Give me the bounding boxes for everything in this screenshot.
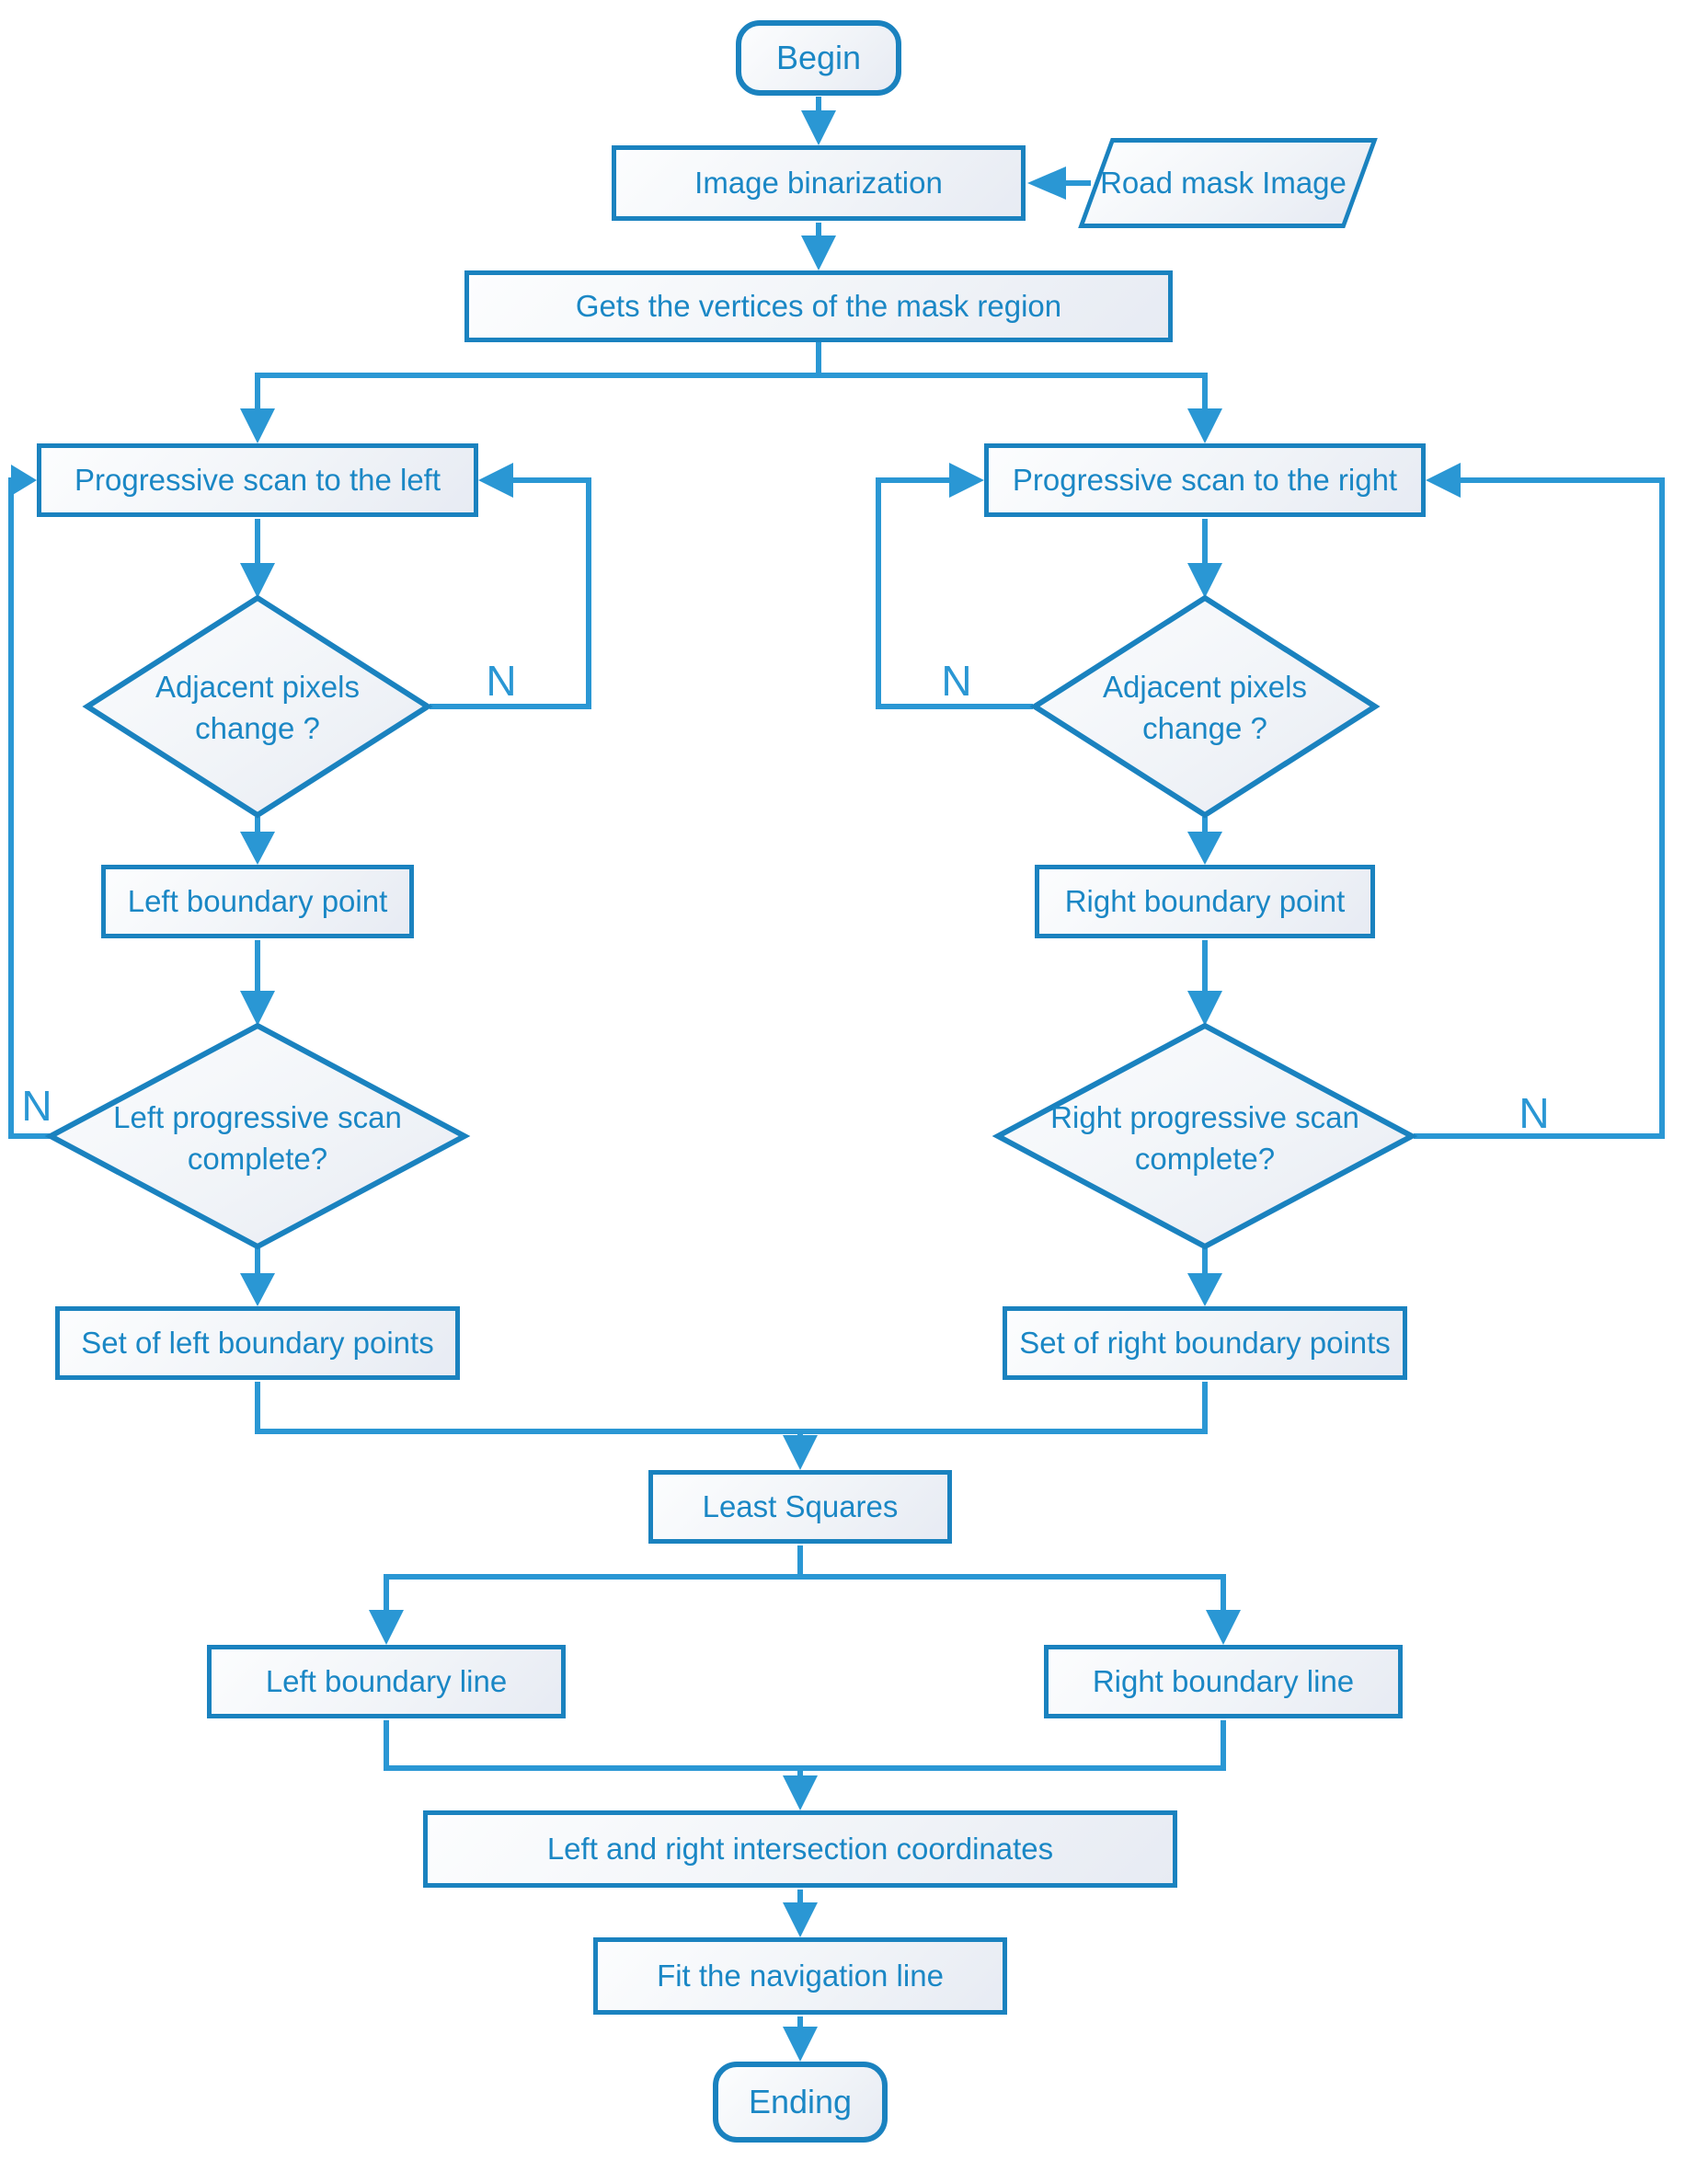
node-progressive-scan-left: Progressive scan to the left (37, 443, 478, 517)
adjacent-change-right-text: Adjacent pixels change ? (1103, 670, 1307, 745)
edge-lines-merge (384, 1720, 1226, 1771)
node-set-left-boundary-points: Set of left boundary points (55, 1306, 460, 1380)
node-set-right-boundary-points: Set of right boundary points (1003, 1306, 1407, 1380)
edge-branch-to-scans (255, 373, 1208, 412)
arrowhead-into-leftline (369, 1610, 404, 1645)
arrowhead-into-complete-right (1187, 991, 1222, 1026)
arrowhead-into-intersection (783, 1775, 818, 1810)
node-least-squares-label: Least Squares (702, 1488, 899, 1523)
node-left-boundary-line: Left boundary line (207, 1645, 566, 1718)
edge-n-loop-adjacent-right (876, 477, 1033, 709)
node-right-boundary-line: Right boundary line (1044, 1645, 1403, 1718)
arrowhead-into-rightline (1206, 1610, 1241, 1645)
arrowhead-nloop-into-scanright-left (949, 463, 984, 498)
arrowhead-into-leastsquares (783, 1435, 818, 1470)
arrowhead-into-vertices (801, 236, 836, 270)
node-right-scan-complete-label: Right progressive scan complete? (1021, 1076, 1389, 1201)
node-gets-vertices-label: Gets the vertices of the mask region (575, 288, 1062, 323)
n-text: N (941, 657, 972, 705)
node-set-left-label: Set of left boundary points (81, 1325, 434, 1360)
arrowhead-into-ending (783, 2027, 818, 2062)
node-adjacent-change-left-label: Adjacent pixels change ? (120, 644, 395, 773)
edge-n-loop-adjacent-left (430, 477, 591, 709)
node-begin: Begin (736, 20, 901, 96)
node-right-boundary-point-label: Right boundary point (1064, 883, 1346, 918)
node-ending: Ending (713, 2062, 888, 2143)
node-left-boundary-line-label: Left boundary line (265, 1663, 508, 1698)
branch-label-n-complete-right: N (1507, 1086, 1562, 1141)
node-progressive-scan-right-label: Progressive scan to the right (1012, 462, 1398, 497)
n-text: N (486, 657, 517, 705)
diamond-right-scan-complete (992, 1022, 1418, 1250)
arrowhead-nloop-into-scanleft-left (11, 465, 37, 496)
node-adjacent-change-right-label: Adjacent pixels change ? (1067, 644, 1343, 773)
node-ending-label: Ending (748, 2082, 853, 2120)
arrowhead-into-adjacent-left (240, 563, 275, 598)
arrowhead-roadmask-into-binarization (1027, 167, 1066, 200)
node-left-boundary-point-label: Left boundary point (127, 883, 388, 918)
n-text: N (1519, 1089, 1550, 1137)
branch-label-n-adjacent-left: N (474, 653, 529, 708)
arrowhead-into-rightpoint (1187, 832, 1222, 865)
edge-n-loop-complete-left (8, 477, 52, 1139)
node-road-mask-image: Road mask Image (1085, 138, 1361, 228)
node-image-binarization: Image binarization (612, 145, 1026, 221)
n-text: N (21, 1082, 52, 1130)
arrowhead-nloop-into-scanright-right (1426, 463, 1461, 498)
node-progressive-scan-right: Progressive scan to the right (984, 443, 1426, 517)
node-left-scan-complete-label: Left progressive scan complete? (74, 1076, 441, 1201)
diamond-adjacent-change-right (1029, 594, 1381, 819)
node-image-binarization-label: Image binarization (694, 165, 943, 200)
edge-sets-merge (255, 1382, 1208, 1434)
arrowhead-into-fitline (783, 1902, 818, 1937)
node-fit-navigation-line: Fit the navigation line (593, 1937, 1007, 2015)
node-road-mask-image-label: Road mask Image (1100, 166, 1347, 200)
right-scan-complete-text: Right progressive scan complete? (1050, 1100, 1359, 1176)
node-gets-vertices: Gets the vertices of the mask region (464, 270, 1173, 342)
node-set-right-label: Set of right boundary points (1019, 1325, 1391, 1360)
arrowhead-into-setright (1187, 1273, 1222, 1306)
node-right-boundary-point: Right boundary point (1035, 865, 1375, 938)
node-intersection-coordinates: Left and right intersection coordinates (423, 1810, 1177, 1888)
node-begin-label: Begin (775, 38, 862, 76)
decision-diamonds (44, 594, 1418, 1250)
arrowhead-into-leftpoint (240, 832, 275, 865)
left-scan-complete-text: Left progressive scan complete? (113, 1100, 402, 1176)
arrowhead-into-adjacent-right (1187, 563, 1222, 598)
edge-branch-to-lines (384, 1574, 1226, 1612)
edge-n-loop-complete-right (1414, 477, 1665, 1139)
arrowhead-into-complete-left (240, 991, 275, 1026)
node-right-boundary-line-label: Right boundary line (1092, 1663, 1355, 1698)
arrowheads (11, 110, 1461, 2062)
branch-label-n-adjacent-right: N (929, 653, 984, 708)
node-left-boundary-point: Left boundary point (101, 865, 414, 938)
diamond-adjacent-change-left (82, 594, 433, 819)
diamond-left-scan-complete (44, 1022, 471, 1250)
arrowhead-into-setleft (240, 1273, 275, 1306)
node-progressive-scan-left-label: Progressive scan to the left (74, 462, 441, 497)
adjacent-change-left-text: Adjacent pixels change ? (155, 670, 360, 745)
node-fit-navigation-line-label: Fit the navigation line (657, 1958, 944, 1993)
node-least-squares: Least Squares (648, 1470, 952, 1544)
arrowhead-into-scanleft (240, 408, 275, 443)
node-intersection-coordinates-label: Left and right intersection coordinates (546, 1831, 1054, 1866)
arrowhead-into-scanright (1187, 408, 1222, 443)
branch-label-n-complete-left: N (9, 1078, 64, 1133)
arrowhead-nloop-into-scanleft-right (478, 463, 513, 498)
arrowhead-into-binarization (801, 110, 836, 145)
